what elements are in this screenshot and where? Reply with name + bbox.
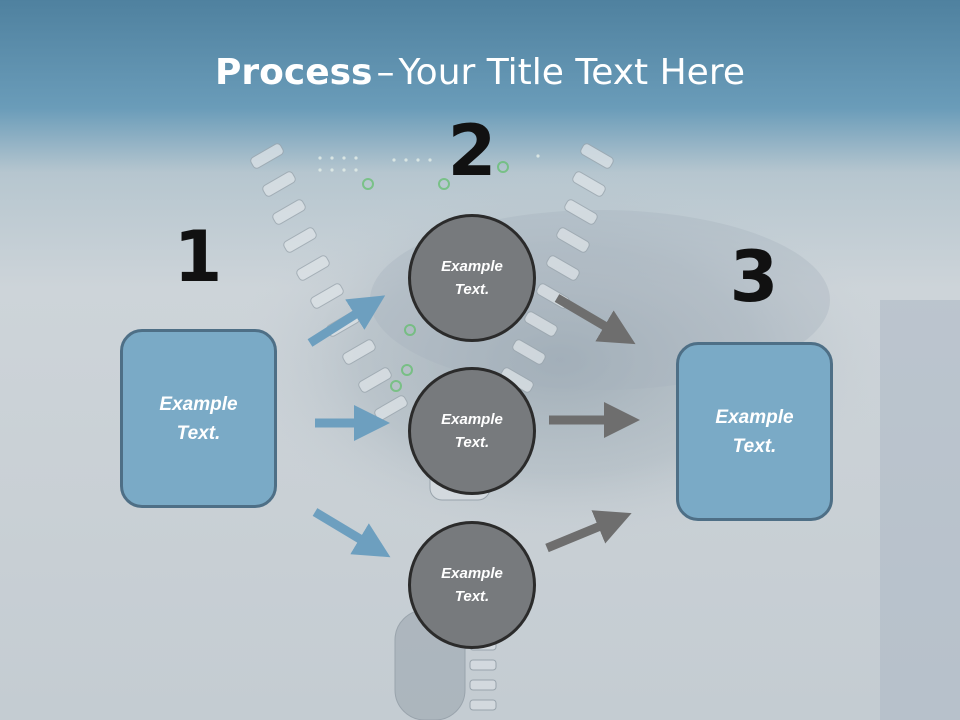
circle-text: Example Text.: [441, 258, 503, 298]
step-2-circle-top: Example Text.: [408, 214, 536, 342]
step-3-box: Example Text.: [676, 342, 833, 521]
title-bold: Process: [214, 52, 373, 93]
title-separator: –: [376, 52, 395, 93]
title-rest: Your Title Text Here: [398, 52, 745, 93]
step-3-text: Example Text.: [715, 406, 794, 457]
step-number-2: 2: [447, 110, 497, 192]
circle-text: Example Text.: [441, 411, 503, 451]
step-2-circle-middle: Example Text.: [408, 367, 536, 495]
step-number-3: 3: [729, 236, 779, 318]
step-1-text: Example Text.: [159, 393, 238, 444]
step-1-box: Example Text.: [120, 329, 277, 508]
circle-text: Example Text.: [441, 565, 503, 605]
page-title: Process–Your Title Text Here: [0, 52, 960, 93]
step-number-1: 1: [173, 216, 223, 298]
step-2-circle-bottom: Example Text.: [408, 521, 536, 649]
